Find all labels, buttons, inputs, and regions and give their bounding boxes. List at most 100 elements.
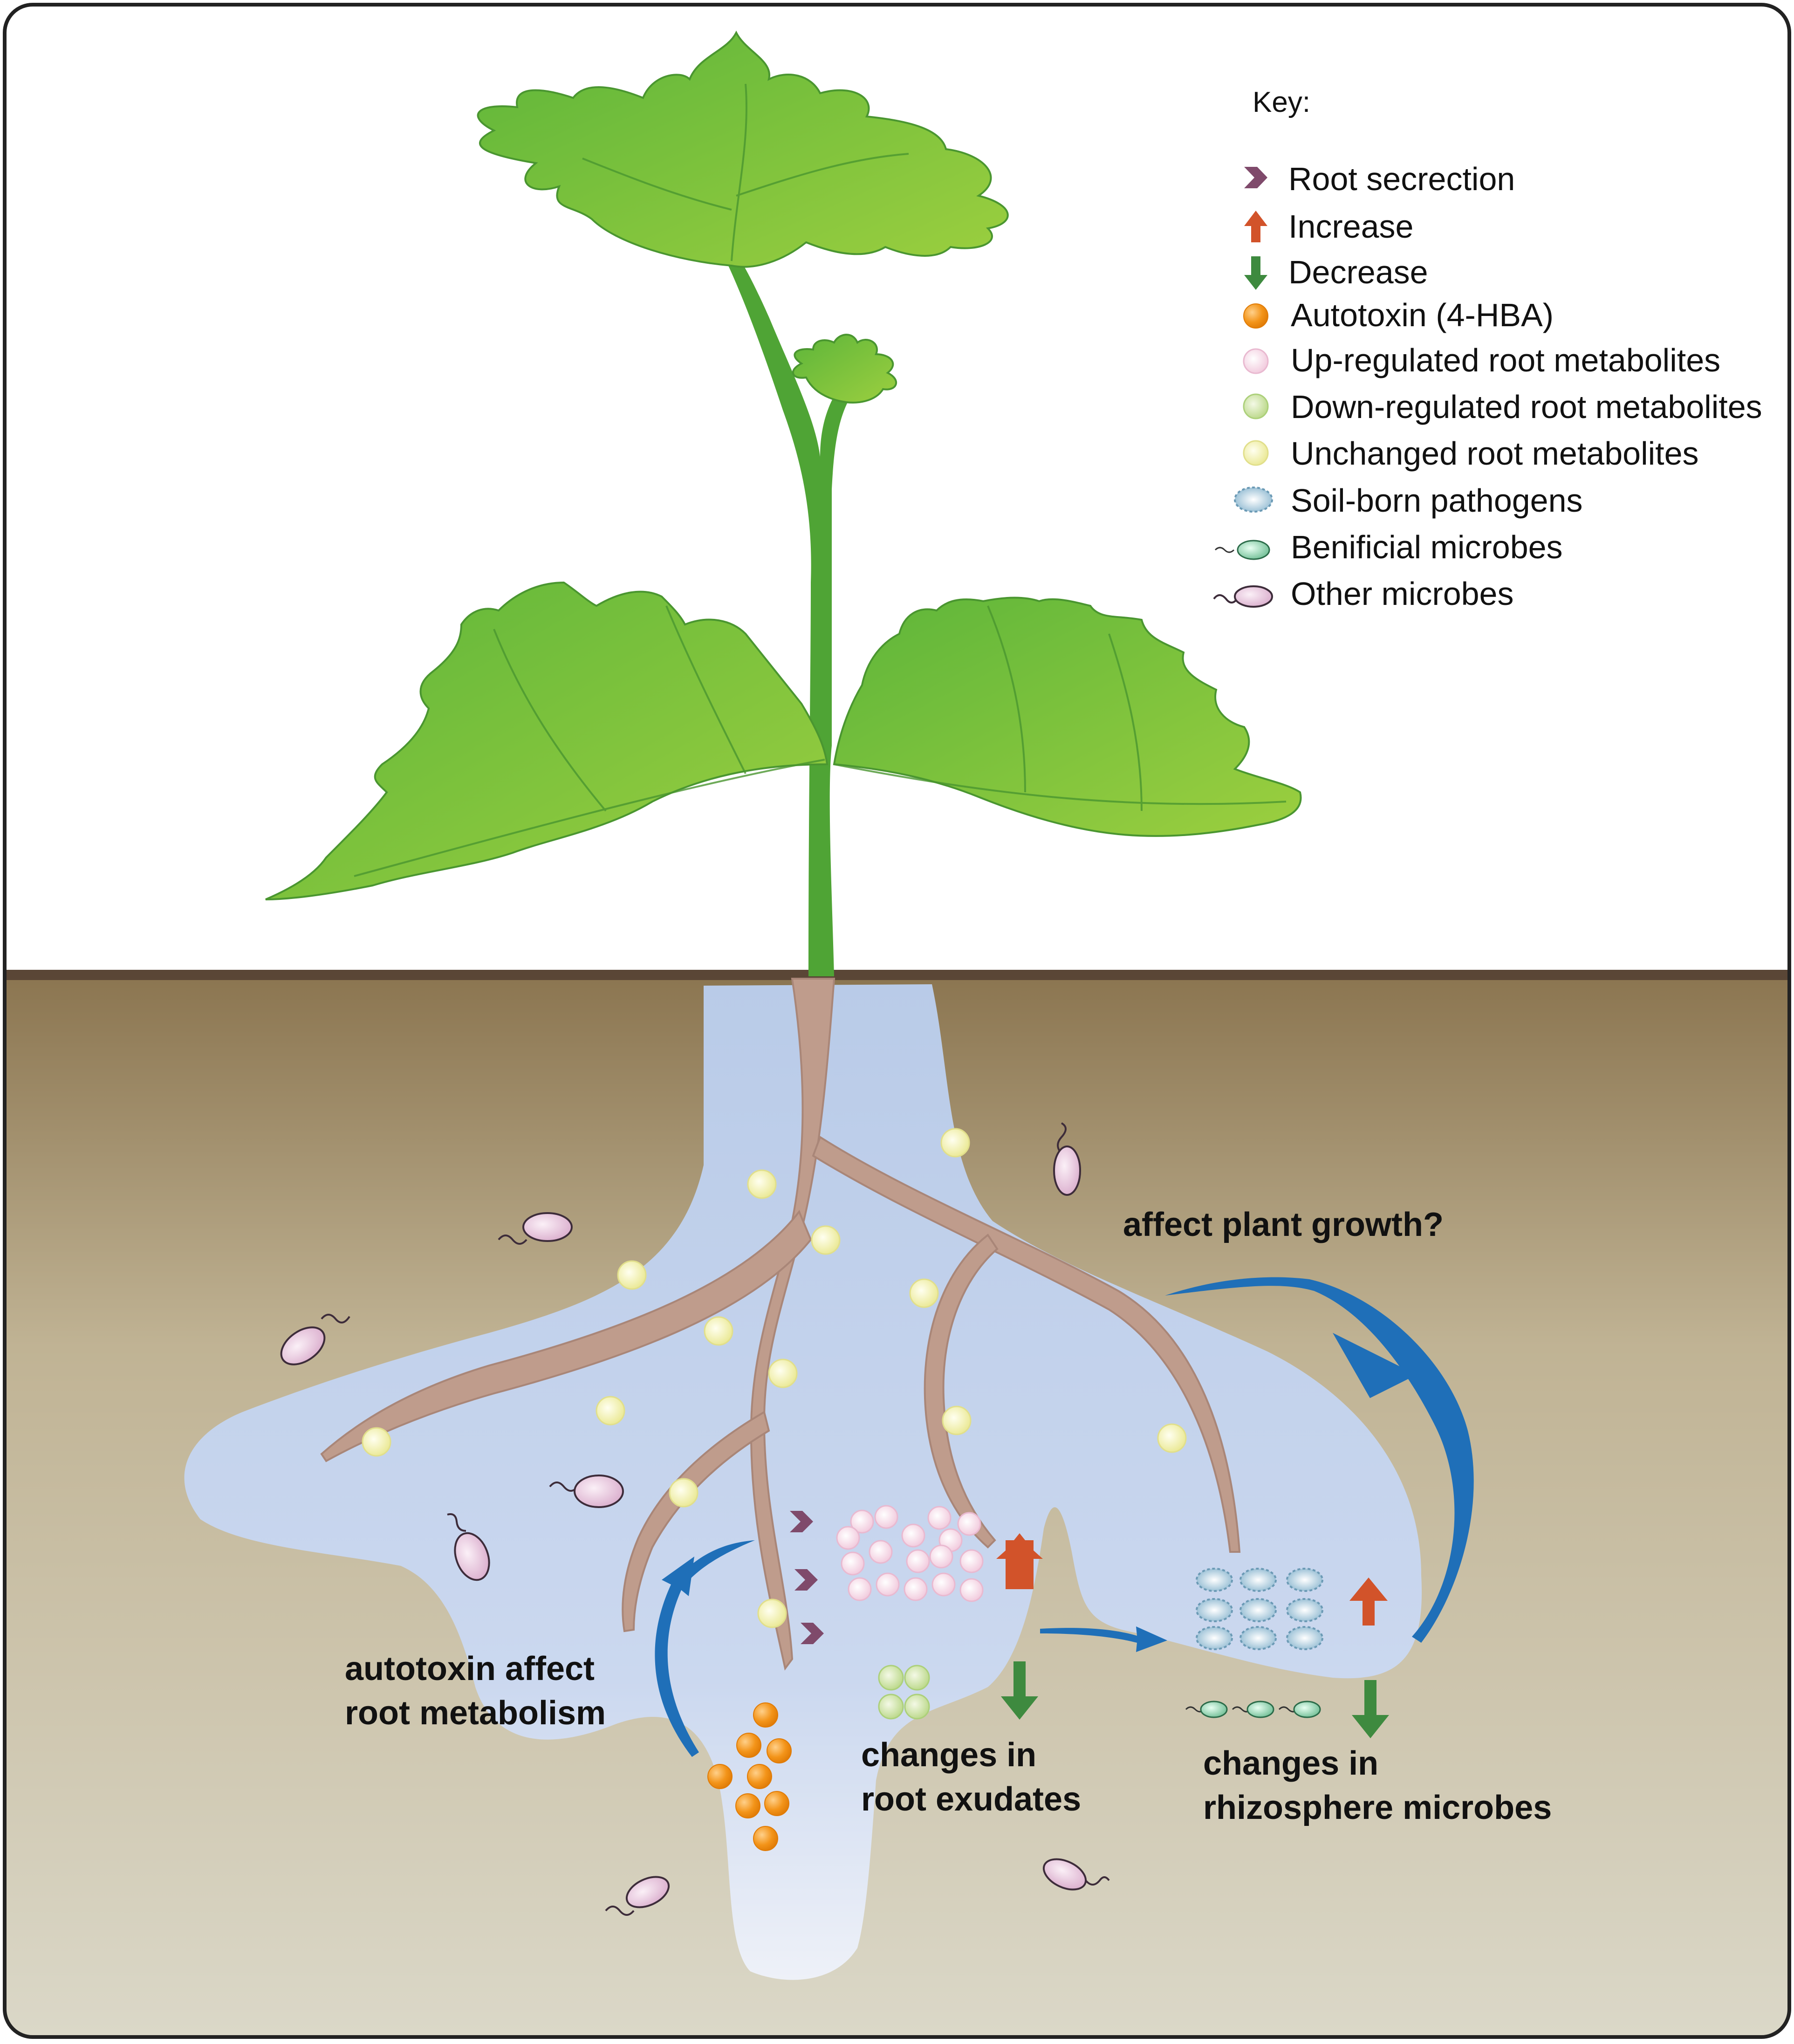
legend-label-other-microbes: Other microbes [1291, 576, 1513, 612]
unchanged-dot-icon [1243, 440, 1269, 466]
legend-label-pathogens: Soil-born pathogens [1291, 482, 1583, 519]
increase-arrow-icon [1349, 1578, 1388, 1626]
autotoxin-molecule [764, 1791, 789, 1816]
secretion-chevron-icon [790, 1511, 813, 1532]
autotoxin-to-root-arrow [655, 1557, 699, 1757]
root-secretion-markers [790, 1511, 824, 1644]
downregulated-metabolite [878, 1694, 904, 1720]
increase-arrow-icon [1001, 1533, 1038, 1589]
top-leaf [477, 30, 1009, 268]
pathogen [1196, 1568, 1233, 1592]
other-microbe [1042, 1858, 1110, 1891]
upregulated-metabolite [957, 1512, 981, 1536]
root-system [320, 978, 1241, 1671]
upregulated-metabolite [876, 1572, 900, 1597]
legend-label-unchanged: Unchanged root metabolites [1291, 435, 1699, 472]
upregulated-metabolite [906, 1549, 930, 1573]
legend-label-upregulated: Up-regulated root metabolites [1291, 342, 1720, 378]
unchanged-metabolite [596, 1396, 625, 1426]
autotoxin-affect-label-line1: autotoxin affect [345, 1650, 595, 1687]
pathogen-cluster [1196, 1568, 1323, 1650]
legend-label-root-secretion: Root secrection [1288, 161, 1515, 197]
figure-frame [3, 3, 1791, 2039]
other-microbe [280, 1314, 350, 1365]
downregulated-dot-icon [1243, 393, 1269, 419]
pathogen [1196, 1598, 1233, 1622]
pathogen [1196, 1626, 1233, 1650]
unchanged-metabolites-cluster [362, 1128, 1187, 1628]
affect-plant-growth-label: affect plant growth? [1123, 1206, 1444, 1243]
decrease-arrow-icon [1244, 256, 1267, 290]
autotoxin-cluster [707, 1702, 792, 1851]
legend-label-autotoxin: Autotoxin (4-HBA) [1291, 297, 1554, 333]
other-microbe [498, 1212, 573, 1245]
secretion-chevron-icon [1244, 167, 1267, 188]
autotoxin-molecule [753, 1702, 778, 1728]
unchanged-metabolite [1157, 1423, 1187, 1453]
plant-stem [728, 261, 857, 976]
unchanged-metabolite [704, 1316, 733, 1346]
upregulated-metabolite [901, 1523, 925, 1548]
autotoxin-molecule [735, 1793, 760, 1818]
rhizosphere-zone [184, 984, 1422, 1980]
secretion-chevron-icon [801, 1623, 824, 1644]
autotoxin-molecule [767, 1738, 792, 1763]
unchanged-metabolite [768, 1358, 798, 1388]
downregulated-metabolite [878, 1665, 904, 1691]
pathogen [1286, 1568, 1323, 1592]
exudates-to-microbes-arrow [1040, 1626, 1167, 1652]
beneficial-microbes-row [1185, 1701, 1321, 1718]
upregulated-metabolite [959, 1549, 984, 1573]
other-microbe-icon [1213, 585, 1273, 608]
unchanged-metabolite [909, 1278, 939, 1308]
legend: Key: Root secrection Increase Decrease A… [1213, 86, 1762, 612]
autotoxin-affect-label-line2: root metabolism [345, 1694, 606, 1732]
unchanged-metabolite [940, 1128, 970, 1158]
upregulated-metabolite [841, 1551, 865, 1576]
unchanged-metabolite [747, 1169, 777, 1199]
legend-label-decrease: Decrease [1288, 254, 1428, 290]
microbes-to-plant-arrow [1165, 1277, 1474, 1643]
other-microbe [1053, 1122, 1081, 1196]
autotoxin-dot-icon [1243, 303, 1268, 329]
upregulated-metabolite [850, 1509, 874, 1534]
legend-label-beneficial: Benificial microbes [1291, 529, 1563, 565]
beneficial-microbe [1185, 1701, 1228, 1718]
decrease-arrow-icon [1001, 1661, 1038, 1720]
downregulated-metabolites-cluster [878, 1665, 930, 1720]
legend-label-downregulated: Down-regulated root metabolites [1291, 389, 1762, 425]
decrease-arrow-icon [1352, 1680, 1389, 1738]
pathogen [1239, 1568, 1277, 1592]
unchanged-metabolite [362, 1427, 391, 1457]
right-leaf [833, 597, 1302, 837]
unchanged-metabolite [811, 1225, 841, 1255]
upregulated-metabolite [869, 1540, 893, 1564]
upregulated-metabolite [931, 1572, 956, 1597]
upregulated-metabolites-cluster [836, 1505, 984, 1602]
pathogen [1239, 1598, 1277, 1622]
upregulated-metabolite [927, 1506, 952, 1530]
beneficial-microbe [1232, 1701, 1274, 1718]
beneficial-microbe-icon [1214, 540, 1270, 560]
other-microbe [549, 1475, 624, 1508]
other-microbe [447, 1513, 490, 1581]
leaf-veins [354, 83, 1287, 877]
pathogen [1239, 1626, 1277, 1650]
upregulated-metabolite [959, 1578, 984, 1602]
rhizosphere-microbes-label-line2: rhizosphere microbes [1203, 1789, 1552, 1826]
pathogen [1286, 1598, 1323, 1622]
autotoxin-molecule [736, 1733, 761, 1758]
other-microbe [605, 1876, 670, 1916]
upregulated-metabolite [929, 1544, 953, 1569]
increase-arrow-icon [1244, 211, 1267, 242]
downregulated-metabolite [904, 1694, 930, 1720]
other-microbes [280, 1122, 1110, 1916]
secretion-chevron-icon [794, 1569, 818, 1591]
autotoxin-molecule [747, 1764, 772, 1789]
unchanged-metabolite [669, 1478, 698, 1508]
upregulated-metabolite [836, 1526, 860, 1550]
upregulated-metabolite [848, 1577, 872, 1601]
downregulated-metabolite [904, 1665, 930, 1691]
flow-arrows [655, 1277, 1474, 1757]
